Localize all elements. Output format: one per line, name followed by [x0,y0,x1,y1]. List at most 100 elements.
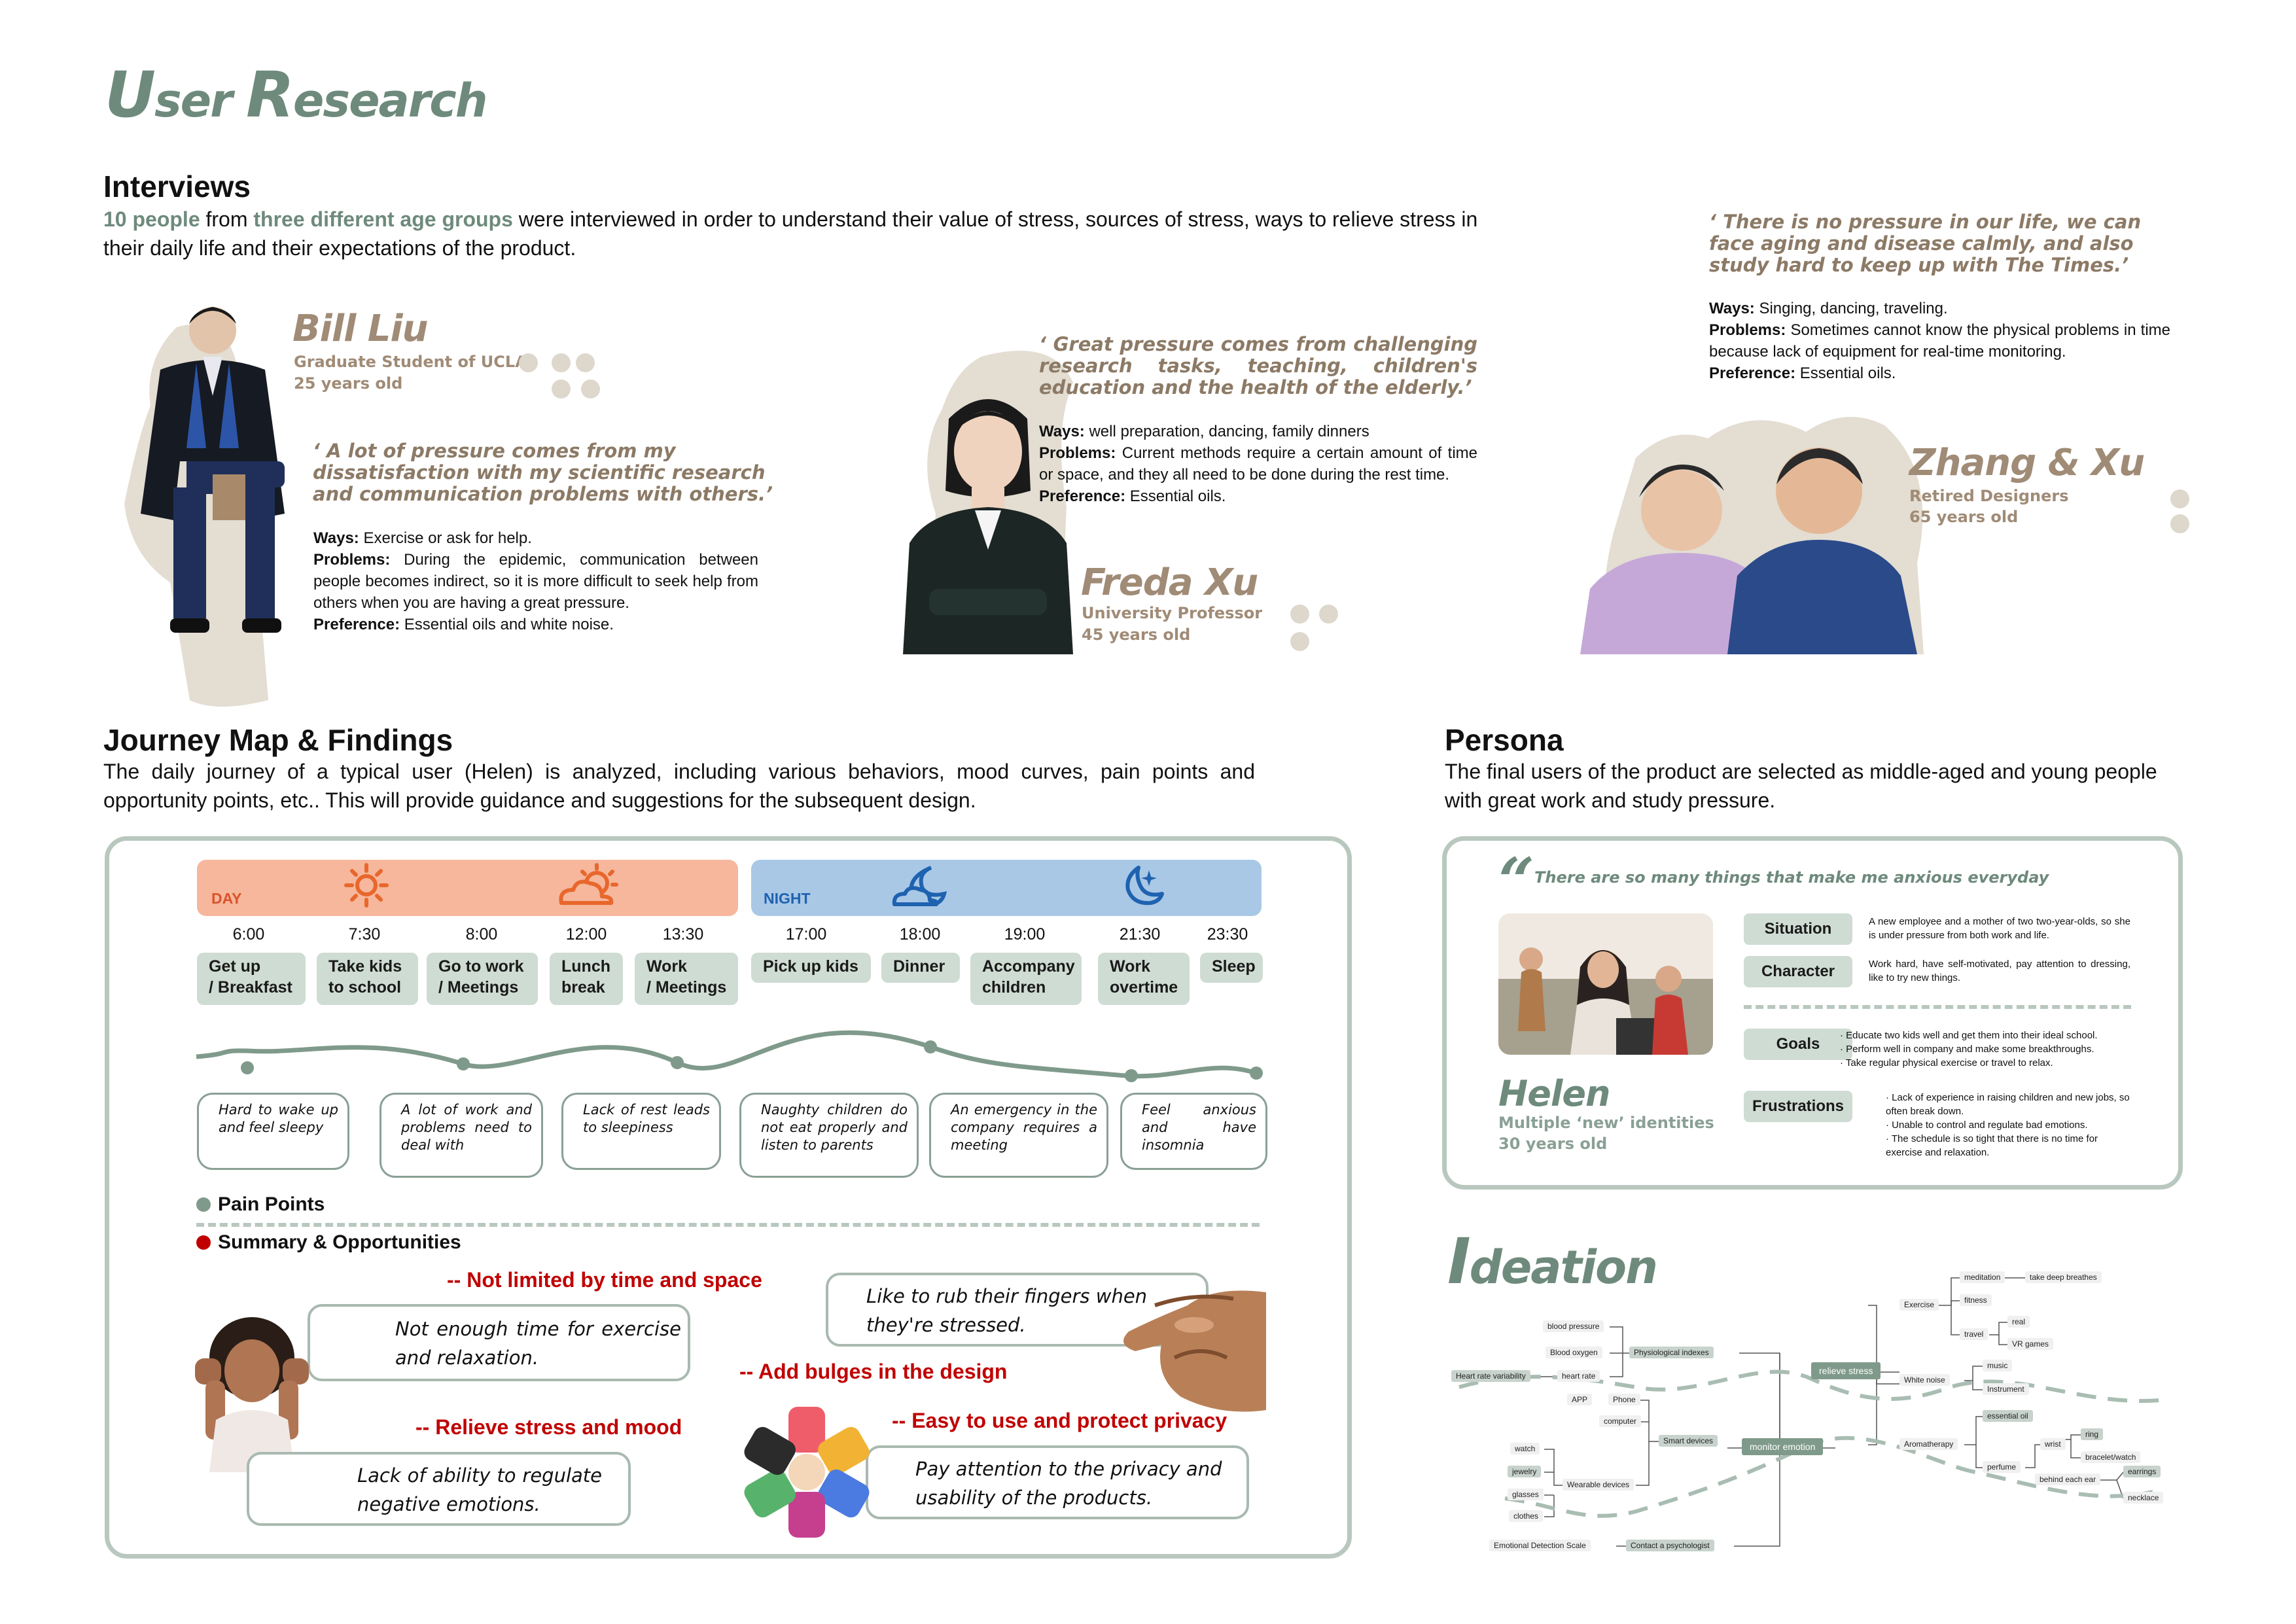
time-label: 18:00 [899,925,941,944]
opportunity-label: -- Not limited by time and space [447,1268,762,1292]
node-behind-ear: behind each ear [2035,1474,2101,1485]
journey-heading: Journey Map & Findings [103,723,453,757]
ideation-title: Ideation [1447,1225,1658,1298]
helen-age: 30 years old [1498,1135,1608,1153]
freda-photo [890,380,1086,654]
night-bar [751,860,1262,916]
node-travel: travel [1960,1328,1988,1340]
time-label: 8:00 [465,925,498,944]
zhang-photo [1580,419,1927,654]
time-label: 12:00 [565,925,607,944]
bill-quote: ‘ A lot of pressure comes from my dissat… [313,440,773,505]
node-exercise: Exercise [1899,1299,1939,1311]
node-heart-rate: heart rate [1557,1370,1600,1382]
node-relieve-stress: relieve stress [1811,1362,1881,1379]
freda-name: Freda Xu [1081,561,1258,604]
node-jewelry: jewelry [1508,1466,1542,1477]
journey-frame [105,836,1352,1559]
node-wearable: Wearable devices [1563,1479,1634,1491]
decor-dot [2170,514,2189,533]
bill-photo [134,298,291,671]
node-music: music [1983,1360,2013,1371]
activity-pill: Pick up kids [751,953,871,983]
interviews-heading: Interviews [103,169,251,203]
decor-dot [552,353,571,372]
bill-age: 25 years old [294,374,403,393]
time-label: 23:30 [1207,925,1248,944]
node-app: APP [1567,1394,1593,1405]
legend-summary-label: Summary & Opportunities [218,1231,461,1253]
zhang-details: Ways: Singing, dancing, traveling. Probl… [1709,300,2170,382]
time-label: 21:30 [1119,925,1161,944]
node-monitor-emotion: monitor emotion [1742,1438,1824,1455]
node-aromatherapy: Aromatherapy [1899,1438,1958,1450]
decor-dot [2170,489,2189,508]
helen-photo [1498,913,1713,1055]
pain-point-card: An emergency in the company requires a m… [929,1093,1108,1178]
node-vr: VR games [2007,1338,2054,1350]
node-necklace: necklace [2123,1492,2164,1504]
time-label: 19:00 [1004,925,1046,944]
night-label: NIGHT [764,890,811,907]
situation-tag: Situation [1744,913,1852,945]
persona-frame [1442,836,2183,1190]
node-wrist: wrist [2040,1438,2066,1450]
freda-age: 45 years old [1082,626,1191,644]
freda-role: University Professor [1082,604,1263,622]
goals-list: · Educate two kids well and get them int… [1840,1030,2098,1068]
mood-curve [196,1030,1263,1082]
character-text: Work hard, have self-motivated, pay atte… [1869,959,2130,983]
node-hrv: Heart rate variability [1451,1370,1530,1382]
day-label: DAY [211,890,242,907]
page-title: User Research [105,58,488,132]
smartwatch-photo [735,1400,879,1544]
node-psychologist: Contact a psychologist [1626,1540,1714,1551]
sun-icon [344,863,389,908]
bill-details: Ways: Exercise or ask for help. Problems… [313,529,758,633]
speech-bubble: Not enough time for exercise and relaxat… [308,1304,690,1381]
opportunity-label: -- Easy to use and protect privacy [892,1409,1227,1432]
node-fitness: fitness [1960,1294,1992,1306]
character-tag: Character [1744,956,1852,987]
node-blood-oxygen: Blood oxygen [1545,1347,1602,1358]
decor-dot [1290,632,1309,651]
pain-point-card: Naughty children do not eat properly and… [739,1093,919,1178]
decor-dot [552,380,571,398]
helen-name: Helen [1498,1073,1610,1114]
bill-name: Bill Liu [292,308,429,350]
decor-dot [1319,605,1338,624]
zhang-role: Retired Designers [1909,487,2069,505]
legend-pain-label: Pain Points [218,1193,325,1215]
journey-intro: The daily journey of a typical user (Hel… [103,760,1255,812]
freda-quote: ‘ Great pressure comes from challenging … [1039,333,1477,398]
opportunity-label: -- Add bulges in the design [739,1360,1008,1383]
interviews-intro: 10 people from three different age group… [103,207,1478,260]
activity-pill: Sleep [1200,953,1263,983]
node-instrument: Instrument [1983,1383,2029,1395]
node-ring: ring [2081,1428,2104,1440]
quote-mark: “ [1498,844,1535,918]
node-earrings: earrings [2123,1466,2161,1477]
persona-dashed-divider [1744,1005,2131,1009]
decor-dot [1290,605,1309,624]
node-bracelet: bracelet/watch [2081,1451,2141,1463]
frustrations-tag: Frustrations [1744,1091,1852,1122]
time-label: 6:00 [232,925,265,944]
node-real: real [2007,1316,2030,1328]
activity-pill: Go to work/ Meetings [427,953,538,1005]
node-essential-oil: essential oil [1983,1410,2033,1422]
activity-pill: Work/ Meetings [635,953,738,1005]
node-eds: Emotional Detection Scale [1489,1540,1591,1551]
time-label: 17:00 [785,925,827,944]
helen-tag: Multiple ‘new’ identities [1498,1114,1714,1132]
rubbing-fingers-photo [1116,1279,1266,1417]
node-perfume: perfume [1983,1461,2021,1473]
pain-point-card: Hard to wake up and feel sleepy [197,1093,349,1170]
zhang-age: 65 years old [1909,508,2019,526]
time-label: 13:30 [662,925,704,944]
pain-point-card: Feel anxious and have insomnia [1120,1093,1267,1170]
